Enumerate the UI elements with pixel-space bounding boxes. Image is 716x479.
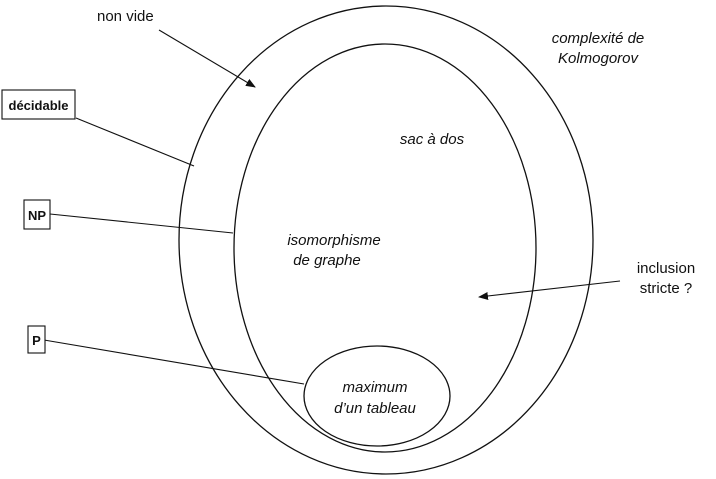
inclusion-label-line-1: inclusion: [637, 260, 695, 277]
np-ellipse: [233, 43, 537, 453]
non-vide-arrow: [158, 29, 256, 88]
p-label: P: [32, 333, 41, 348]
p-label-box: [27, 325, 46, 354]
decidable-ellipse: [178, 5, 594, 475]
inclusion-stricte-arrow: [478, 280, 621, 300]
inclusion-label-line-2: stricte ?: [640, 280, 693, 297]
np-label: NP: [28, 208, 46, 223]
decidable-label: décidable: [9, 98, 69, 113]
sac-a-dos-label: sac à dos: [400, 131, 465, 148]
maximum-label-line-2: d’un tableau: [334, 400, 416, 417]
isomorphisme-label-line-1: isomorphisme: [287, 232, 380, 249]
isomorphisme-label-line-2: de graphe: [293, 252, 361, 269]
decidable-connector-line: [75, 117, 195, 167]
np-connector-line: [49, 213, 234, 234]
p-connector-line: [43, 339, 305, 385]
non-vide-label: non vide: [97, 8, 154, 25]
np-label-box: [23, 199, 51, 230]
maximum-label-line-1: maximum: [342, 379, 407, 396]
kolmogorov-label-line-1: complexité de: [552, 30, 645, 47]
decidable-label-box: [1, 89, 76, 120]
kolmogorov-label-line-2: Kolmogorov: [558, 50, 640, 67]
p-ellipse: [303, 345, 451, 447]
